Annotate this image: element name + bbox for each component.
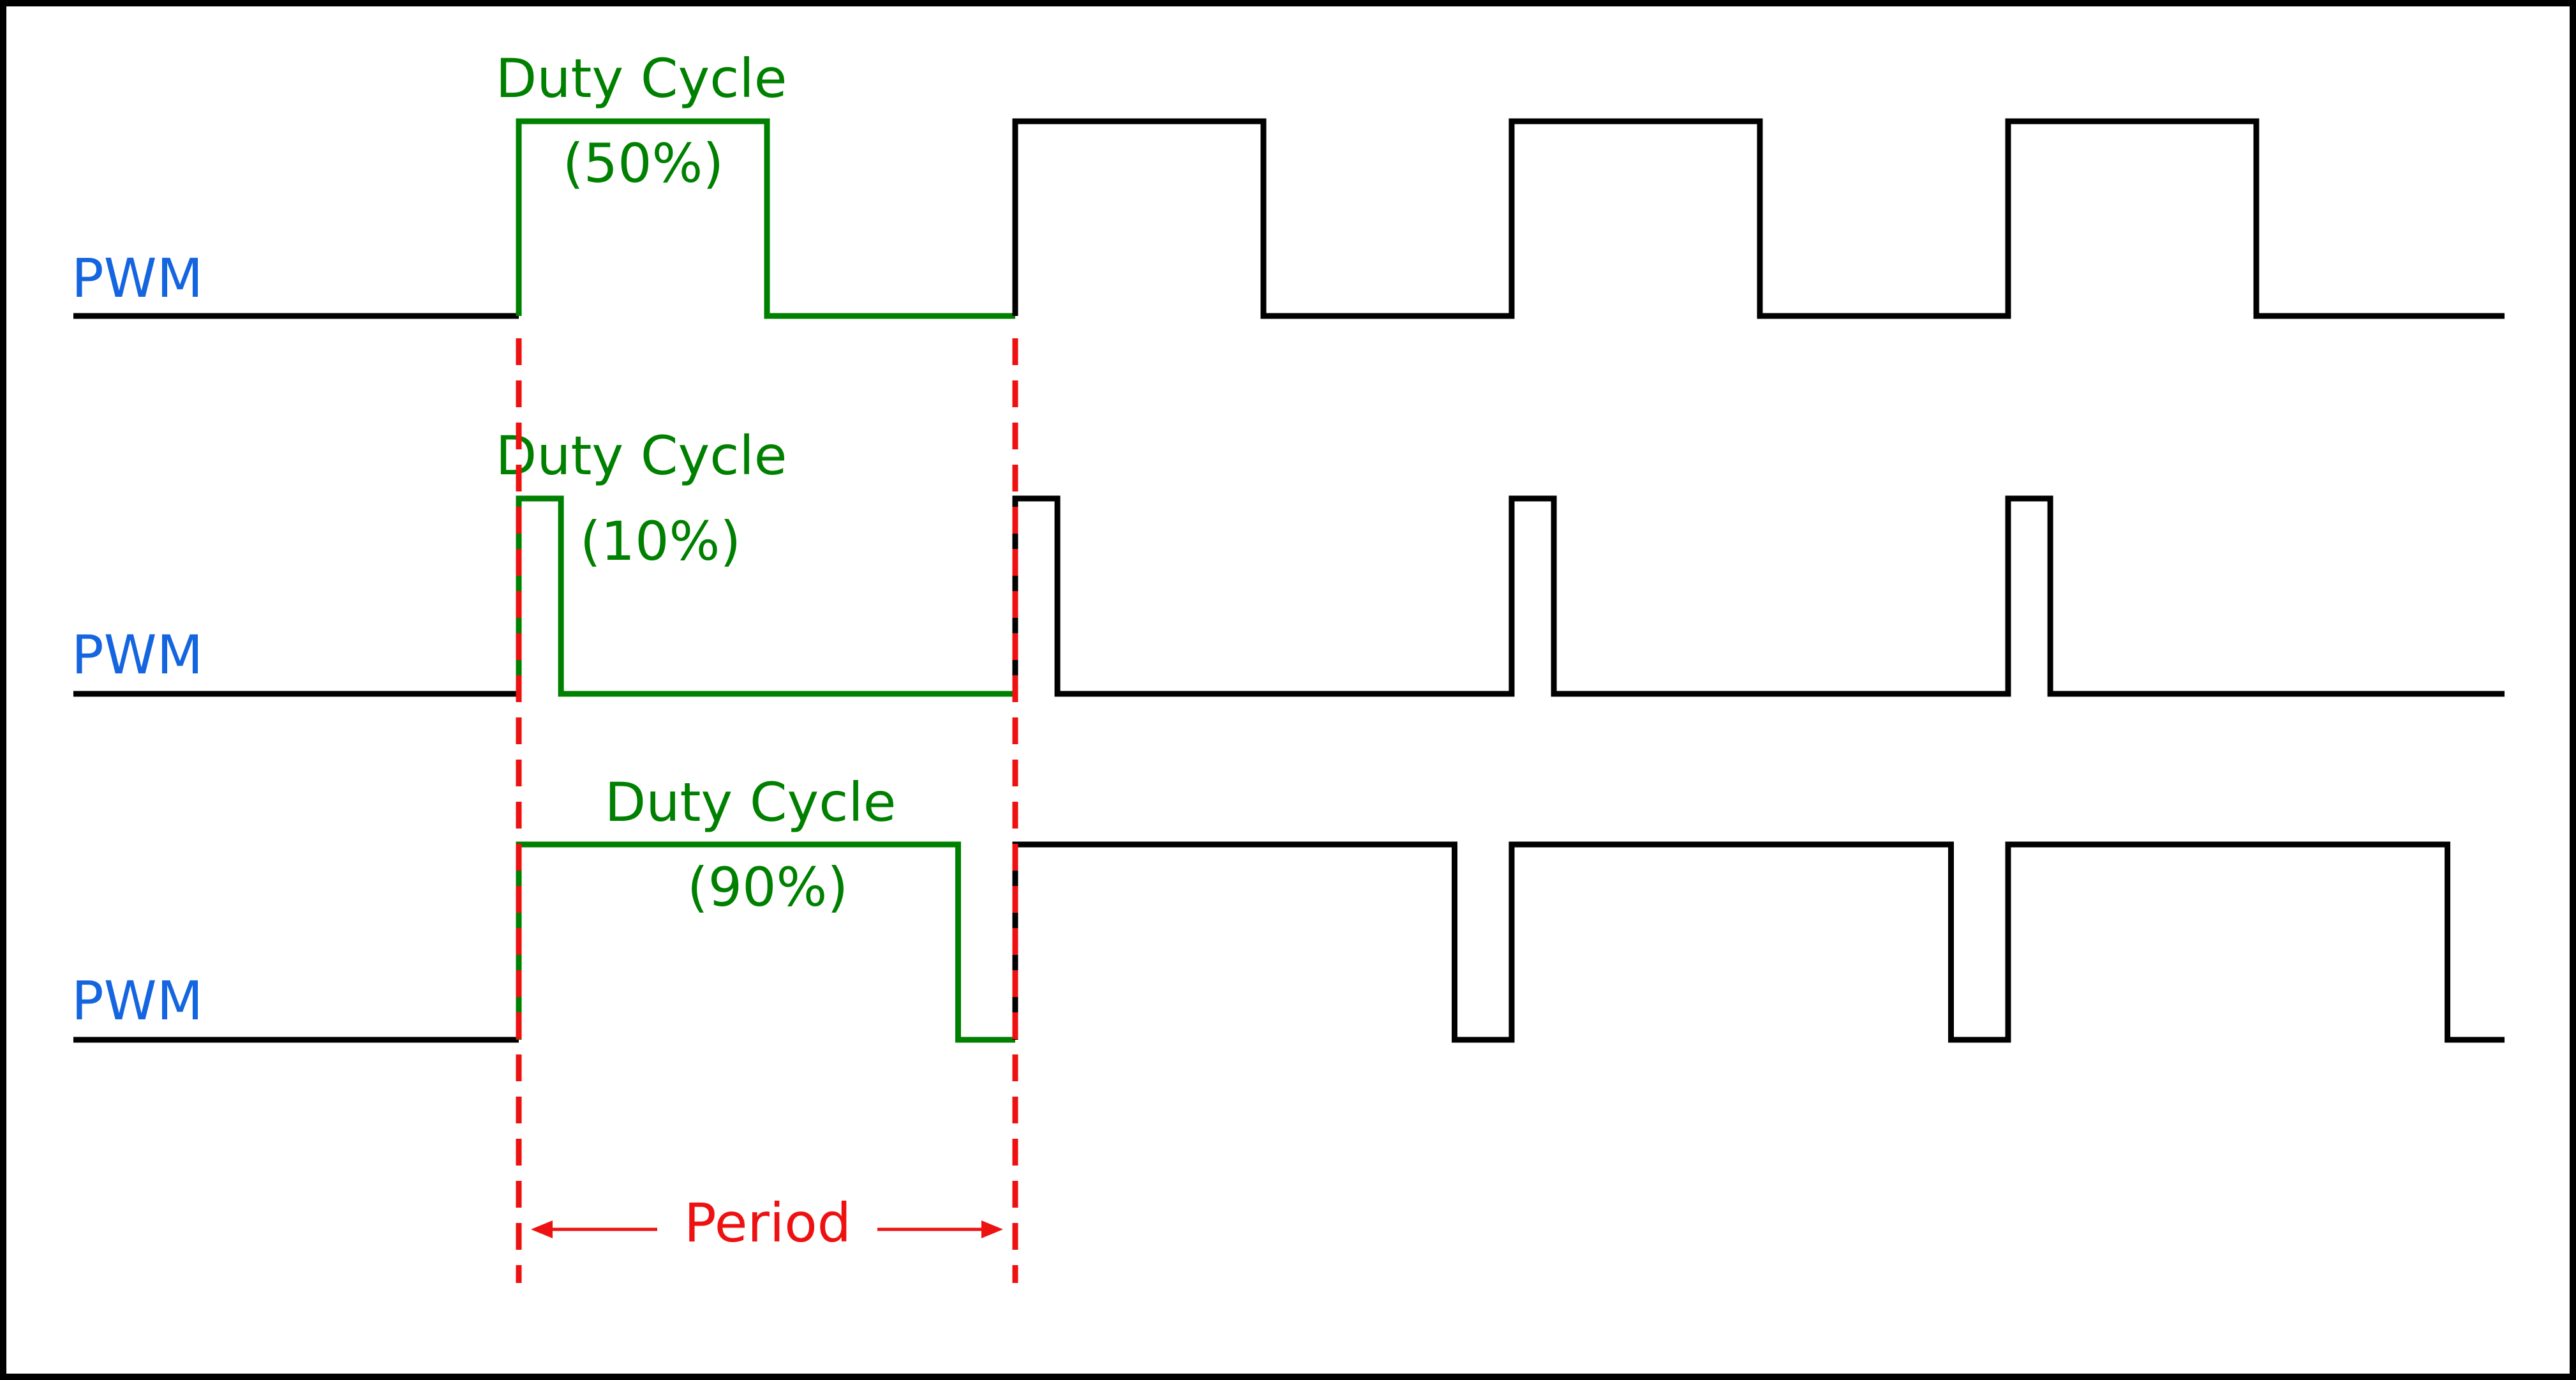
- signal-label-pwm-2: PWM: [71, 624, 203, 686]
- waveform-1-cycles: [1012, 118, 2505, 319]
- waveform-group: [73, 118, 2505, 1043]
- waveform-2-cycles: [1012, 495, 2505, 697]
- duty-cycle-value-1: (50%): [563, 132, 724, 195]
- duty-cycle-label-2: Duty Cycle: [496, 424, 787, 487]
- duty-cycle-label-1: Duty Cycle: [496, 47, 787, 110]
- signal-label-pwm-1: PWM: [71, 247, 203, 310]
- period-arrowhead-right: [981, 1220, 1003, 1238]
- period-arrowhead-left: [531, 1220, 553, 1238]
- duty-cycle-label-3: Duty Cycle: [605, 771, 897, 834]
- period-dimension: [531, 1220, 1003, 1238]
- waveform-3-cycles: [1012, 841, 2505, 1043]
- period-label: Period: [684, 1192, 851, 1254]
- duty-cycle-value-2: (10%): [580, 510, 741, 573]
- duty-cycle-value-3: (90%): [687, 856, 848, 919]
- signal-label-pwm-3: PWM: [71, 970, 203, 1032]
- waveform-1-duty-highlight: [516, 118, 1015, 319]
